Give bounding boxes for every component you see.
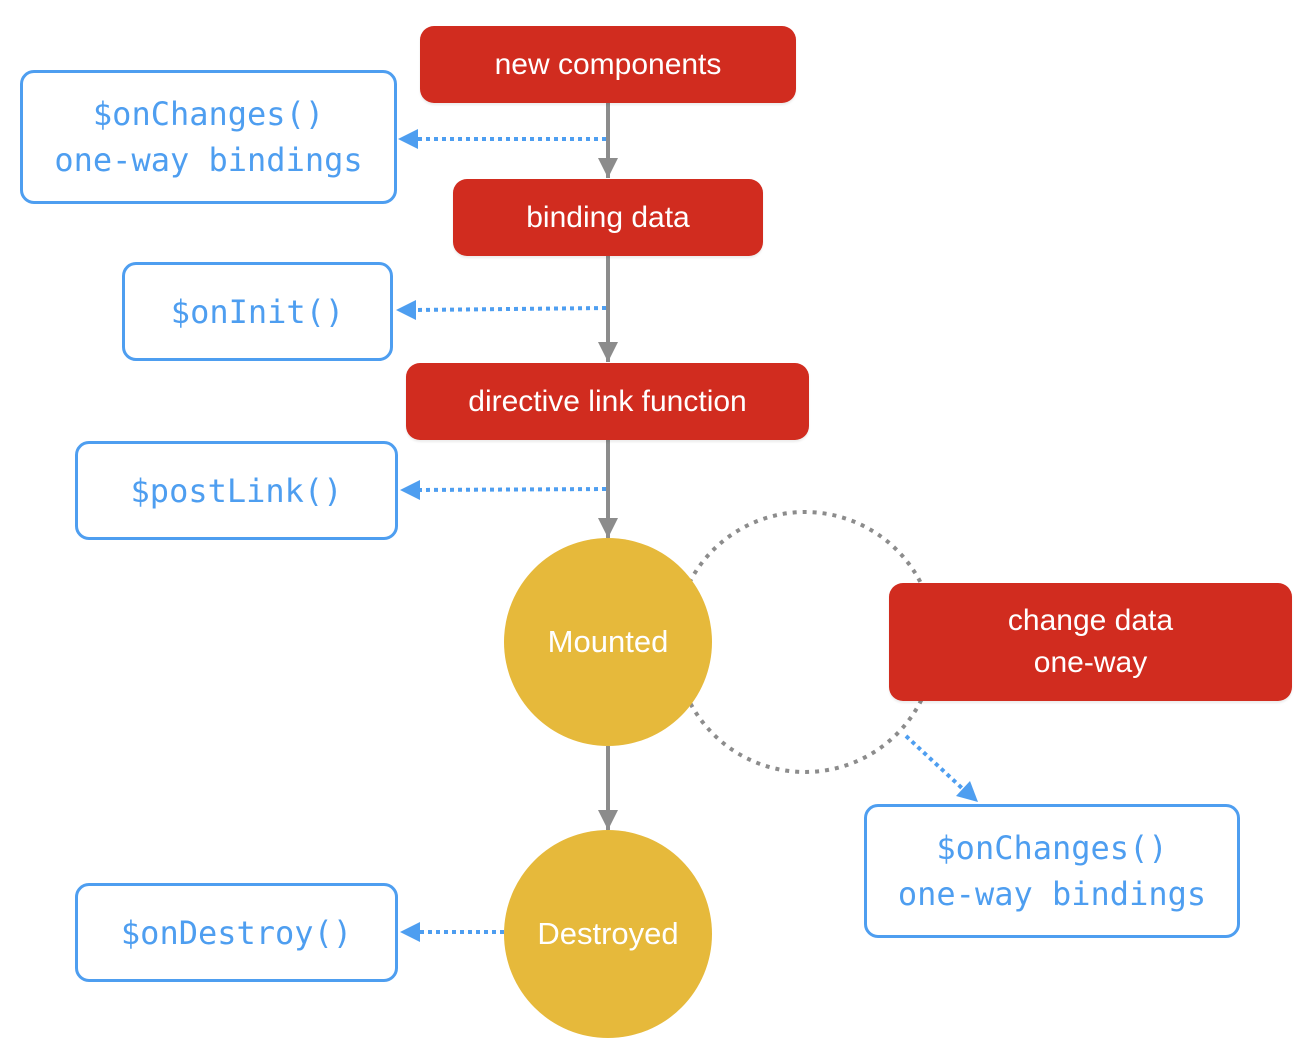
- binding-data-node: binding data: [453, 179, 763, 256]
- mounted-state-node: Mounted: [504, 538, 712, 746]
- hook-arrowhead-on-destroy: [400, 922, 420, 942]
- flow-arrowhead-1: [598, 158, 618, 178]
- hook-arrowhead-on-changes-top: [398, 129, 418, 149]
- hook-arrowhead-post-link: [400, 480, 420, 500]
- flow-arrowhead-3: [598, 518, 618, 538]
- on-changes-right-line1: $onChanges(): [936, 829, 1168, 867]
- on-changes-top-line1: $onChanges(): [92, 95, 325, 133]
- directive-link-function-node: directive link function: [406, 363, 809, 440]
- change-data-node: change data one-way: [889, 583, 1292, 701]
- hook-arrow-on-changes-right: [904, 734, 966, 792]
- post-link-hook: $postLink(): [75, 441, 398, 540]
- change-data-line1: change data: [1007, 604, 1174, 637]
- flow-arrowhead-4: [598, 810, 618, 830]
- on-init-hook: $onInit(): [122, 262, 393, 361]
- hook-arrow-post-link: [417, 487, 607, 492]
- hook-arrowhead-on-init: [396, 300, 416, 320]
- on-changes-right-line2: one-way bindings: [897, 875, 1207, 913]
- destroyed-state-node: Destroyed: [504, 830, 712, 1038]
- hook-arrow-on-init: [413, 306, 607, 312]
- on-destroy-hook: $onDestroy(): [75, 883, 398, 982]
- on-changes-top-line2: one-way bindings: [54, 141, 363, 179]
- on-changes-hook-right: $onChanges() one-way bindings: [864, 804, 1240, 938]
- on-changes-hook-top: $onChanges() one-way bindings: [20, 70, 397, 204]
- new-components-node: new components: [420, 26, 796, 103]
- flow-arrowhead-2: [598, 342, 618, 362]
- hook-arrowhead-on-changes-right: [956, 781, 978, 802]
- change-data-line2: one-way: [1033, 646, 1148, 679]
